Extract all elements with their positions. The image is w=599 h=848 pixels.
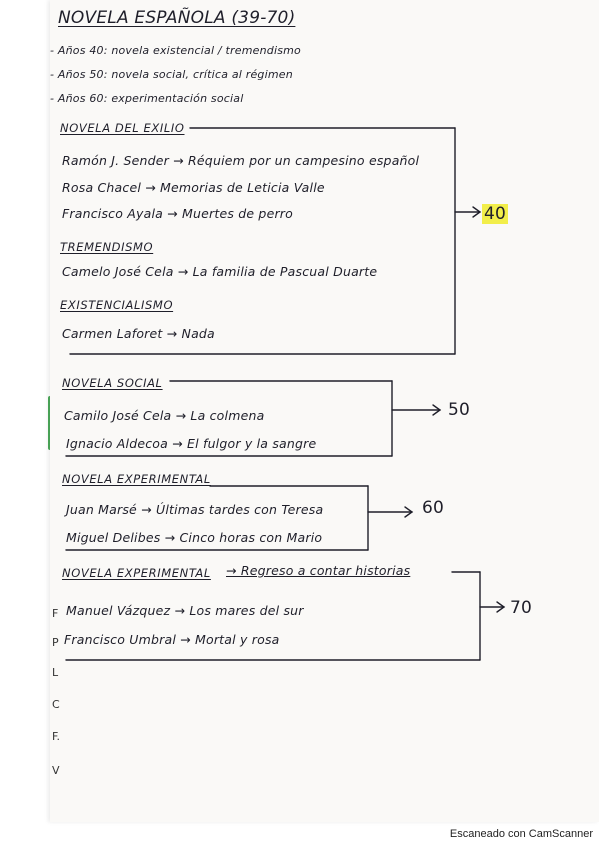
bracket-lines <box>65 127 506 661</box>
era-70-label: 70 <box>510 598 533 618</box>
entry-sender: Ramón J. Sender → Réquiem por un campesi… <box>62 153 420 168</box>
margin-mark-f2: F. <box>52 730 61 743</box>
era-40-label: 40 <box>482 204 509 224</box>
heading-existencialismo: EXISTENCIALISMO <box>60 298 174 312</box>
margin-mark-c: C <box>52 698 60 711</box>
notebook-page: NOVELA ESPAÑOLA (39-70) - Años 40: novel… <box>50 0 599 822</box>
margin-mark-p: P <box>52 636 59 649</box>
entry-ayala: Francisco Ayala → Muertes de perro <box>62 206 293 221</box>
entry-laforet: Carmen Laforet → Nada <box>62 326 215 341</box>
entry-cela-colmena: Camilo José Cela → La colmena <box>64 408 265 423</box>
era-50-label: 50 <box>448 400 471 420</box>
intro-line-40: - Años 40: novela existencial / tremendi… <box>50 44 301 57</box>
heading-tremendismo: TREMENDISMO <box>60 240 154 254</box>
era-60-label: 60 <box>422 498 445 518</box>
heading-exilio: NOVELA DEL EXILIO <box>60 121 185 135</box>
entry-cela-pascual: Camelo José Cela → La familia de Pascual… <box>62 264 378 279</box>
heading-experimental-2: NOVELA EXPERIMENTAL <box>62 566 211 580</box>
intro-line-60: - Años 60: experimentación social <box>50 92 244 105</box>
margin-mark-l: L <box>52 666 59 679</box>
entry-aldecoa: Ignacio Aldecoa → El fulgor y la sangre <box>66 436 317 451</box>
entry-delibes: Miguel Delibes → Cinco horas con Mario <box>66 530 323 545</box>
heading-experimental-1: NOVELA EXPERIMENTAL <box>62 472 211 486</box>
scanner-watermark: Escaneado con CamScanner <box>449 828 593 840</box>
intro-line-50: - Años 50: novela social, crítica al rég… <box>50 68 293 81</box>
entry-marse: Juan Marsé → Últimas tardes con Teresa <box>66 502 324 517</box>
margin-mark-v: V <box>52 764 60 777</box>
experimental-2-note: → Regreso a contar historias <box>226 563 411 578</box>
margin-mark-f: F <box>52 607 59 620</box>
heading-social: NOVELA SOCIAL <box>62 376 163 390</box>
page-title: NOVELA ESPAÑOLA (39-70) <box>58 8 296 28</box>
entry-chacel: Rosa Chacel → Memorias de Leticia Valle <box>62 180 325 195</box>
entry-umbral: Francisco Umbral → Mortal y rosa <box>64 632 280 647</box>
entry-vazquez: Manuel Vázquez → Los mares del sur <box>66 603 304 618</box>
